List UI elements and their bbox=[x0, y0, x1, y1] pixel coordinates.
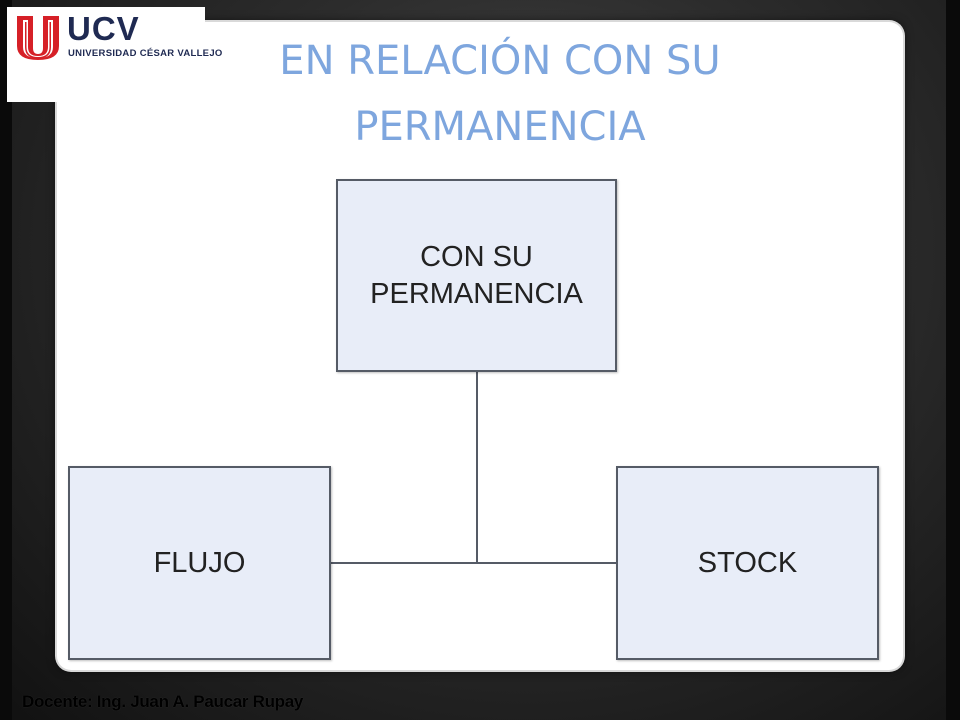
root-node-label: CON SU PERMANENCIA bbox=[370, 240, 583, 310]
left-border bbox=[0, 0, 12, 720]
slide-title: EN RELACIÓN CON SU PERMANENCIA bbox=[279, 38, 721, 150]
logo-university-name: UNIVERSIDAD CÉSAR VALLEJO bbox=[68, 48, 223, 59]
university-logo: UCV UNIVERSIDAD CÉSAR VALLEJO bbox=[7, 7, 222, 69]
logo-wordmark: UCV bbox=[67, 10, 140, 47]
right-border bbox=[946, 0, 960, 720]
stock-node-label: STOCK bbox=[697, 546, 798, 579]
diagram-node-flujo: FLUJO bbox=[68, 466, 331, 660]
footer-instructor: Docente: Ing. Juan A. Paucar Rupay bbox=[22, 692, 304, 711]
diagram-node-stock: STOCK bbox=[616, 466, 879, 660]
ucv-shield-icon bbox=[17, 16, 59, 60]
flujo-node-label: FLUJO bbox=[153, 546, 246, 579]
diagram-node-root: CON SU PERMANENCIA bbox=[336, 179, 617, 372]
